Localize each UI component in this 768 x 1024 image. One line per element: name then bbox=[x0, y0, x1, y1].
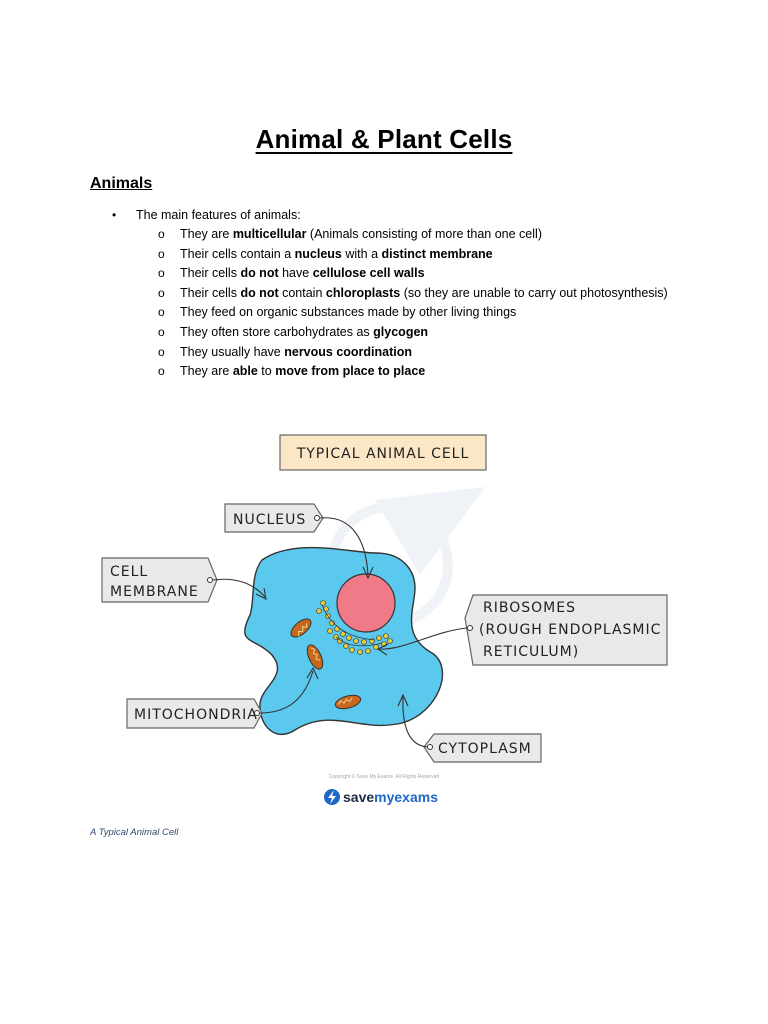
diagram-title: TYPICAL ANIMAL CELL bbox=[296, 446, 470, 462]
feature-list-item: o They usually have nervous coordination bbox=[158, 345, 668, 365]
sub-bullet-marker: o bbox=[158, 246, 165, 261]
feature-text: Their cells bbox=[180, 285, 241, 300]
feature-list-item: o Their cells do not have cellulose cell … bbox=[158, 266, 668, 286]
logo-save: save bbox=[343, 789, 374, 805]
animal-cell-diagram: TYPICAL ANIMAL CELL NUCLEUS CELL MEMBRAN… bbox=[101, 434, 668, 805]
feature-text: Their cells contain a bbox=[180, 246, 295, 261]
label-ribosomes-1: RIBOSOMES bbox=[483, 600, 576, 616]
feature-emphasis: cellulose cell walls bbox=[312, 266, 425, 281]
label-cell-membrane-2: MEMBRANE bbox=[110, 584, 199, 600]
label-ribosomes-3: RETICULUM) bbox=[483, 644, 579, 660]
label-cytoplasm: CYTOPLASM bbox=[438, 741, 532, 757]
feature-text: They often store carbohydrates as bbox=[180, 324, 374, 339]
diagram-title-box bbox=[279, 434, 487, 471]
section-heading-animals: Animals bbox=[90, 175, 153, 192]
feature-text: contain bbox=[278, 285, 326, 300]
feature-text: They are bbox=[180, 364, 233, 379]
label-cell-membrane-1: CELL bbox=[110, 564, 148, 580]
label-ribosomes-2: (ROUGH ENDOPLASMIC bbox=[479, 622, 661, 638]
feature-list-item: o They often store carbohydrates as glyco… bbox=[158, 325, 668, 345]
label-nucleus: NUCLEUS bbox=[233, 512, 306, 528]
feature-text: They feed on organic substances made by … bbox=[180, 305, 517, 320]
sub-bullet-marker: o bbox=[158, 285, 165, 300]
feature-emphasis: glycogen bbox=[373, 324, 429, 339]
feature-emphasis: do not bbox=[240, 285, 279, 300]
svg-text:savemyexams: savemyexams bbox=[343, 789, 438, 805]
feature-list-item: o They are multicellular (Animals consist… bbox=[158, 227, 668, 247]
feature-list-item: o Their cells do not contain chloroplasts… bbox=[158, 286, 668, 306]
feature-emphasis: nucleus bbox=[294, 246, 342, 261]
feature-text: Their cells bbox=[180, 266, 241, 281]
feature-text: to bbox=[257, 364, 276, 379]
feature-list-item: o They feed on organic substances made by… bbox=[158, 305, 668, 325]
figure-caption: A Typical Animal Cell bbox=[90, 827, 179, 838]
intro-bullet: • The main features of animals: bbox=[112, 208, 301, 222]
logo-my: my bbox=[374, 789, 394, 805]
sub-bullet-marker: o bbox=[158, 364, 165, 379]
feature-emphasis: able bbox=[232, 364, 258, 379]
feature-emphasis: move from place to place bbox=[275, 364, 426, 379]
feature-emphasis: do not bbox=[240, 266, 279, 281]
feature-list-item: o They are able to move from place to pla… bbox=[158, 364, 668, 384]
feature-text: (so they are unable to carry out photosy… bbox=[400, 285, 668, 300]
feature-list-item: o Their cells contain a nucleus with a di… bbox=[158, 247, 668, 267]
feature-text: (Animals consisting of more than one cel… bbox=[306, 227, 542, 241]
nucleus-shape bbox=[336, 573, 396, 633]
feature-emphasis: distinct membrane bbox=[381, 246, 493, 261]
intro-bullet-text: The main features of animals: bbox=[136, 208, 301, 222]
page-title: Animal & Plant Cells bbox=[255, 124, 513, 154]
feature-emphasis: multicellular bbox=[232, 227, 307, 241]
feature-text: They are bbox=[180, 227, 233, 241]
bullet-marker: • bbox=[112, 208, 117, 222]
feature-text: with a bbox=[341, 246, 382, 261]
copyright-notice: Copyright © Save My Exams. All Rights Re… bbox=[329, 773, 440, 780]
feature-emphasis: nervous coordination bbox=[284, 344, 413, 359]
sub-bullet-marker: o bbox=[158, 227, 165, 241]
feature-text: They usually have bbox=[180, 344, 285, 359]
mitochondria-shape bbox=[290, 618, 362, 710]
save-my-exams-logo: savemyexams bbox=[324, 789, 438, 805]
sub-bullet-marker: o bbox=[158, 266, 165, 281]
sub-bullet-marker: o bbox=[158, 305, 165, 320]
feature-text: have bbox=[278, 266, 313, 281]
sub-bullet-marker: o bbox=[158, 324, 165, 339]
feature-emphasis: chloroplasts bbox=[325, 285, 401, 300]
sub-bullet-marker: o bbox=[158, 344, 165, 359]
label-mitochondria: MITOCHONDRIA bbox=[134, 707, 258, 723]
logo-exams: exams bbox=[394, 789, 438, 805]
